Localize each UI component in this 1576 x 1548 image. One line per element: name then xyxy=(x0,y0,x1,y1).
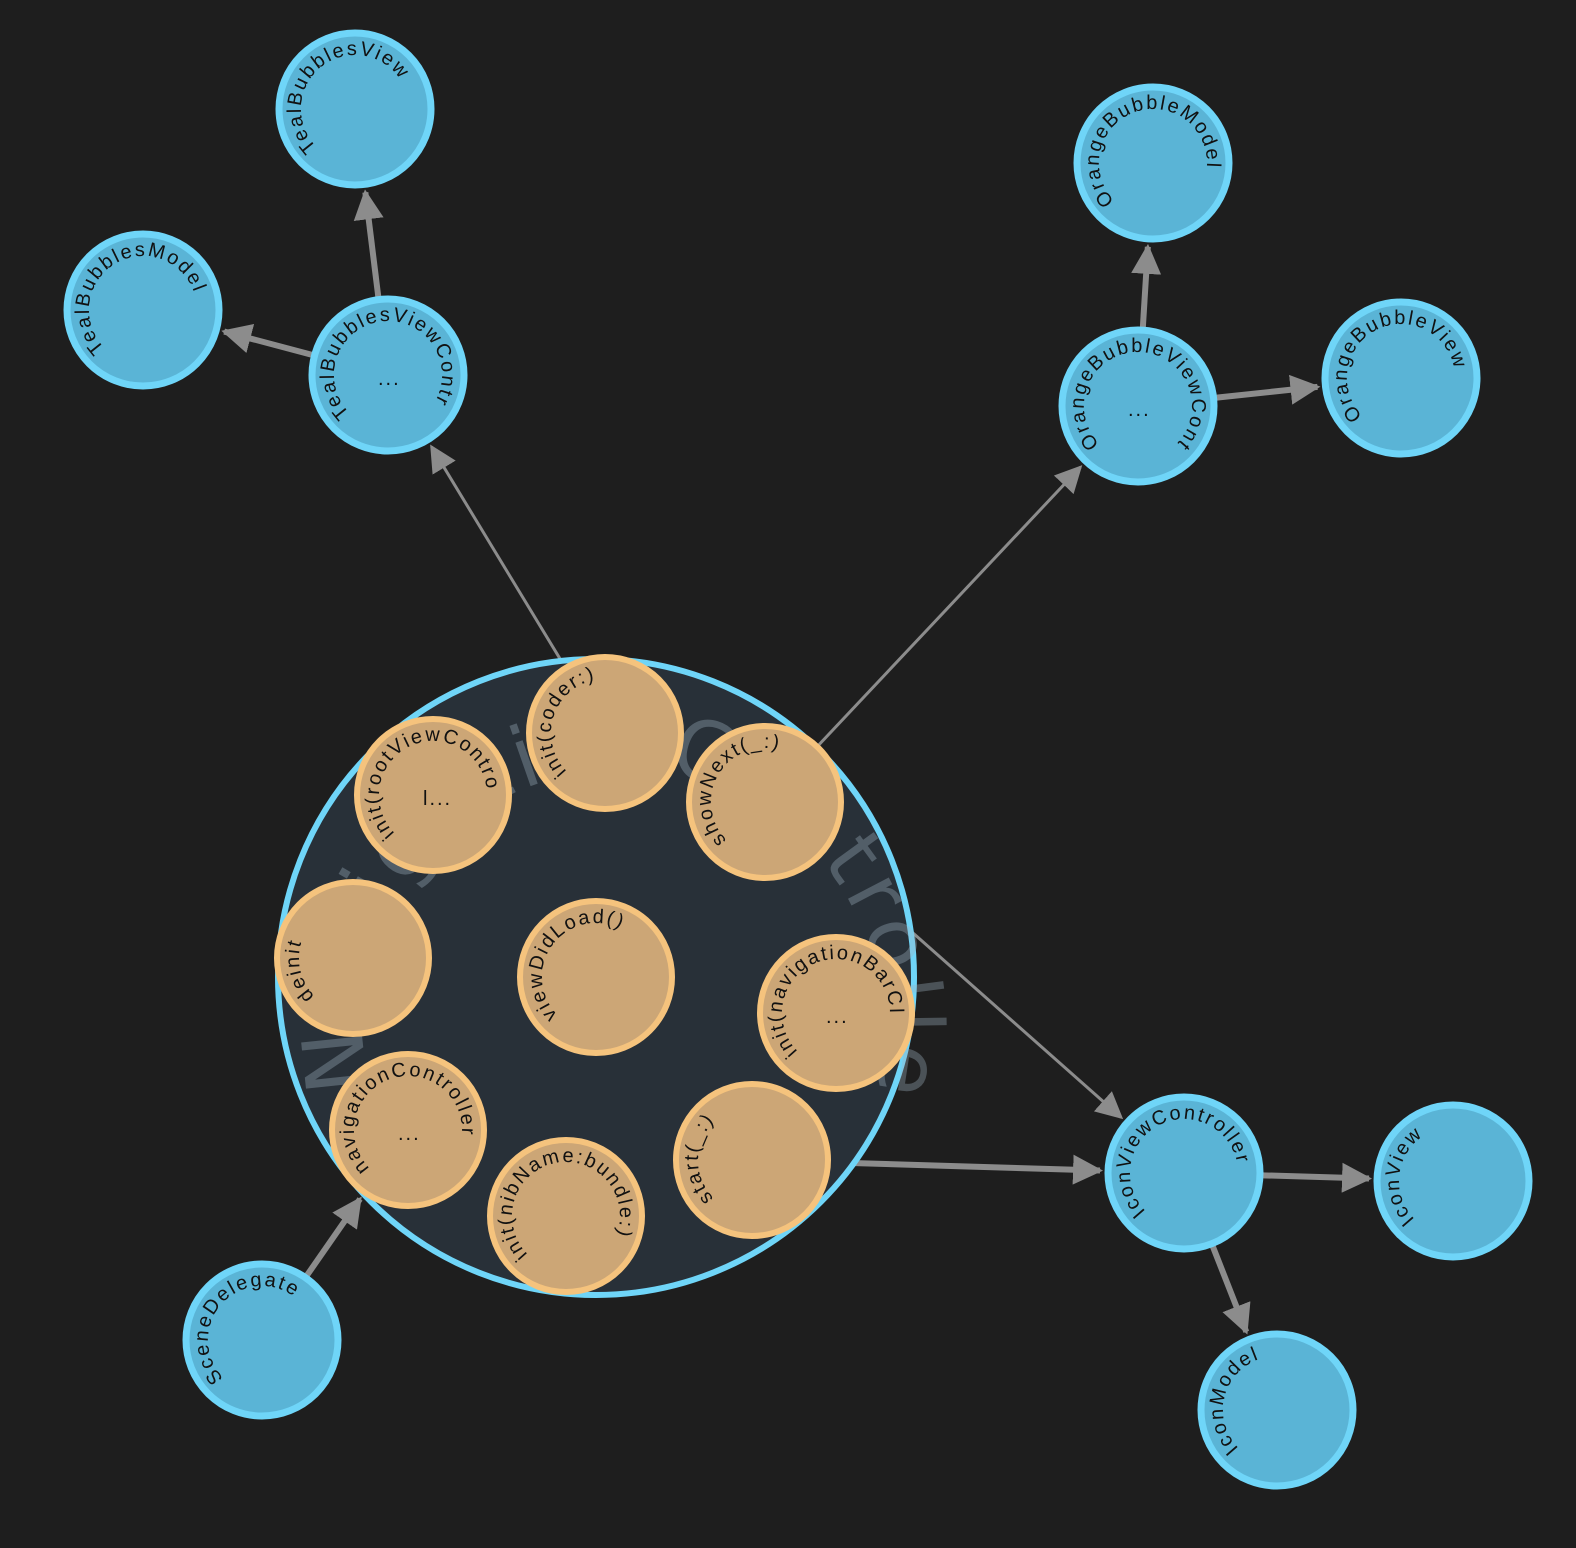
method-label-overflow: ... xyxy=(826,1006,849,1028)
method-circle[interactable] xyxy=(757,934,915,1092)
method-m_init_navbar[interactable]: init(navigationBarCl... xyxy=(757,934,915,1092)
node-circle[interactable] xyxy=(1321,298,1481,458)
edge-n_scenedelegate-to-m_navctrl xyxy=(304,1196,363,1278)
node-n_scenedelegate[interactable]: SceneDelegate xyxy=(182,1260,342,1420)
method-label-overflow: ... xyxy=(398,1123,421,1145)
method-circle[interactable] xyxy=(517,898,675,1056)
method-circle[interactable] xyxy=(329,1051,487,1209)
nodes-layer: init(coder:)showNext(_:) init(rootViewCon… xyxy=(63,29,1533,1490)
node-circle[interactable] xyxy=(1373,1101,1533,1261)
method-m_init_root[interactable]: init(rootViewControl... xyxy=(354,716,512,874)
edge-m_start-to-n_iconvc xyxy=(829,1154,1104,1185)
method-m_navctrl[interactable]: navigationController... xyxy=(329,1051,487,1209)
node-n_orangemodel[interactable]: OrangeBubbleModel xyxy=(1073,83,1233,243)
edge-n_tealvc-to-n_tealview xyxy=(353,189,384,298)
method-circle[interactable] xyxy=(673,1081,831,1239)
edge-n_orangevc-to-n_orangemodel xyxy=(1131,243,1162,329)
node-n_iconview[interactable]: IconView xyxy=(1373,1101,1533,1261)
node-n_tealvc[interactable]: TealBubblesViewContr... xyxy=(308,295,468,455)
edge-n_orangevc-to-n_orangeview xyxy=(1215,374,1321,405)
method-m_viewdidload[interactable]: viewDidLoad() xyxy=(517,898,675,1056)
method-circle[interactable] xyxy=(686,723,844,881)
method-circle[interactable] xyxy=(487,1137,645,1295)
node-n_tealview[interactable]: TealBubblesView xyxy=(275,29,435,189)
method-circle[interactable] xyxy=(274,879,432,1037)
node-circle[interactable] xyxy=(1197,1330,1357,1490)
node-n_iconmodel[interactable]: IconModel xyxy=(1197,1330,1357,1490)
node-n_iconvc[interactable]: IconViewController xyxy=(1104,1093,1264,1253)
method-circle[interactable] xyxy=(526,654,684,812)
node-label-overflow: ... xyxy=(1128,399,1151,421)
node-circle[interactable] xyxy=(275,29,435,189)
node-n_orangevc[interactable]: OrangeBubbleViewCont... xyxy=(1058,326,1218,486)
node-circle[interactable] xyxy=(1073,83,1233,243)
method-circle[interactable] xyxy=(354,716,512,874)
method-m_shownext[interactable]: showNext(_:) xyxy=(686,723,844,881)
method-m_init_nib[interactable]: init(nibName:bundle:) xyxy=(487,1137,645,1295)
node-circle[interactable] xyxy=(182,1260,342,1420)
node-circle[interactable] xyxy=(308,295,468,455)
method-m_init_coder[interactable]: init(coder:) xyxy=(526,654,684,812)
edge-n_iconvc-to-n_iconview xyxy=(1261,1162,1373,1193)
method-label-overflow: l... xyxy=(423,788,452,810)
node-circle[interactable] xyxy=(1058,326,1218,486)
node-n_orangeview[interactable]: OrangeBubbleView xyxy=(1321,298,1481,458)
node-circle[interactable] xyxy=(63,230,223,390)
edge-m_init_coder-to-n_tealvc xyxy=(430,444,573,678)
node-n_tealmodel[interactable]: TealBubblesModel xyxy=(63,230,223,390)
edge-m_shownext-to-n_orangevc xyxy=(817,465,1083,747)
method-m_deinit[interactable]: deinit xyxy=(274,879,432,1037)
method-m_start[interactable]: start(_:) xyxy=(673,1081,831,1239)
node-label-overflow: ... xyxy=(378,368,401,390)
edge-n_iconvc-to-n_iconmodel xyxy=(1209,1244,1251,1335)
node-circle[interactable] xyxy=(1104,1093,1264,1253)
edge-n_tealvc-to-n_tealmodel xyxy=(221,323,314,358)
